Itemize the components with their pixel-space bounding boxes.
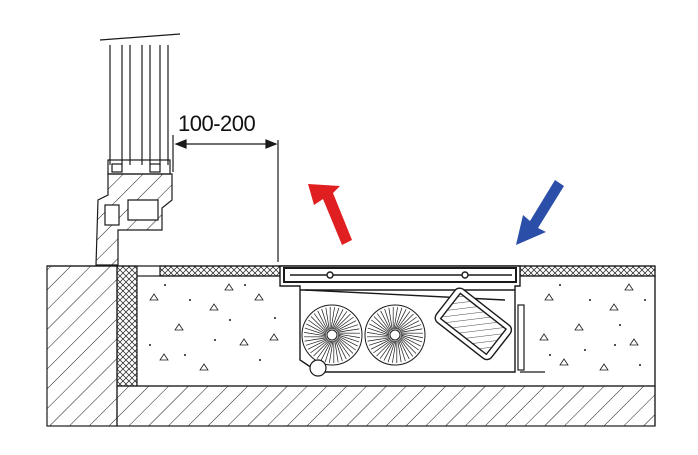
fan-blade bbox=[400, 333, 423, 338]
fan-blade bbox=[316, 340, 331, 359]
fan-blade bbox=[393, 307, 398, 330]
fan-blade bbox=[368, 338, 391, 346]
fan-blade bbox=[304, 327, 327, 336]
fan-blade bbox=[306, 323, 327, 335]
fan-blade bbox=[367, 337, 390, 342]
fan-blade bbox=[399, 320, 420, 332]
dimension-label: 100-200 bbox=[178, 111, 256, 136]
fan-blade bbox=[369, 323, 390, 335]
fan-blade bbox=[367, 327, 390, 336]
fan-blade bbox=[337, 334, 360, 343]
fan-blades bbox=[304, 307, 423, 363]
fan-blade bbox=[397, 313, 414, 330]
floor-slab bbox=[116, 266, 656, 427]
fan-blade bbox=[392, 340, 397, 363]
fan-blade bbox=[379, 340, 394, 359]
fan-blade bbox=[331, 307, 340, 330]
fan-blade bbox=[398, 339, 406, 362]
fan-blade bbox=[307, 338, 328, 350]
dimension-line bbox=[172, 135, 279, 262]
fan-blade bbox=[310, 339, 329, 354]
fan-blade bbox=[396, 311, 411, 330]
fan-blade bbox=[337, 336, 356, 351]
fan-blade bbox=[313, 313, 328, 332]
fan-blade bbox=[310, 316, 327, 333]
fan-blade bbox=[333, 311, 348, 330]
fan-blade bbox=[395, 309, 407, 330]
cold-air-arrow-icon bbox=[516, 180, 564, 245]
screed-aggregate bbox=[149, 283, 639, 371]
window-frame bbox=[95, 33, 181, 266]
side-bracket bbox=[517, 304, 545, 373]
fan-blade bbox=[371, 319, 390, 334]
fan-blade bbox=[335, 339, 343, 362]
fan-blade bbox=[320, 340, 332, 361]
fan-blade bbox=[400, 334, 423, 343]
fan-blade bbox=[337, 335, 358, 347]
fan-blade bbox=[313, 340, 330, 357]
fan-blade bbox=[399, 324, 422, 332]
fan-blade bbox=[317, 310, 329, 331]
fan-blade bbox=[305, 338, 328, 346]
fan-blade bbox=[336, 320, 357, 332]
fan-blade bbox=[376, 340, 393, 357]
fan-blade bbox=[337, 337, 354, 354]
fan-right bbox=[364, 304, 426, 366]
fan-hub-small bbox=[309, 359, 327, 377]
fan-blade bbox=[334, 313, 351, 330]
wall-section bbox=[46, 265, 655, 427]
fan-blade bbox=[330, 307, 335, 330]
fan-blade bbox=[376, 313, 391, 332]
fan-blade bbox=[397, 340, 402, 363]
fan-blade bbox=[367, 332, 390, 337]
fan-blade bbox=[336, 324, 359, 332]
fan-blade bbox=[335, 339, 347, 360]
fan-blade bbox=[335, 316, 354, 331]
heat-exchanger bbox=[434, 287, 513, 361]
fan-blade bbox=[400, 336, 419, 351]
fan-blade bbox=[370, 338, 391, 350]
fan-blade bbox=[400, 335, 421, 347]
fan-blade bbox=[380, 310, 392, 331]
fan-blade bbox=[373, 316, 390, 333]
fan-blade bbox=[400, 328, 423, 333]
fan-blade bbox=[400, 337, 417, 354]
fan-blade bbox=[388, 307, 393, 330]
fan-blade bbox=[304, 332, 327, 337]
fan-blade bbox=[304, 337, 327, 342]
fan-blade bbox=[325, 307, 330, 330]
fan-blade bbox=[336, 338, 351, 357]
fan-blade bbox=[394, 307, 403, 330]
fan-blade bbox=[321, 308, 329, 331]
fan-blade bbox=[337, 328, 360, 333]
fan-blade bbox=[387, 340, 396, 363]
fan-blade bbox=[332, 309, 344, 330]
fan-blade bbox=[383, 340, 395, 361]
fan-blade bbox=[329, 340, 334, 363]
fan-left bbox=[301, 304, 363, 366]
fan-blade bbox=[399, 338, 414, 357]
fan-blade bbox=[334, 340, 339, 363]
fan-blade bbox=[373, 339, 392, 354]
fan-blade bbox=[398, 339, 410, 360]
screed-specks bbox=[149, 284, 646, 366]
fan-blade bbox=[324, 340, 333, 363]
fan-blade bbox=[308, 319, 327, 334]
warm-air-arrow-icon bbox=[308, 184, 352, 245]
fan-blade bbox=[384, 308, 392, 331]
fan-blade bbox=[398, 316, 417, 331]
fan-blade bbox=[337, 333, 360, 338]
